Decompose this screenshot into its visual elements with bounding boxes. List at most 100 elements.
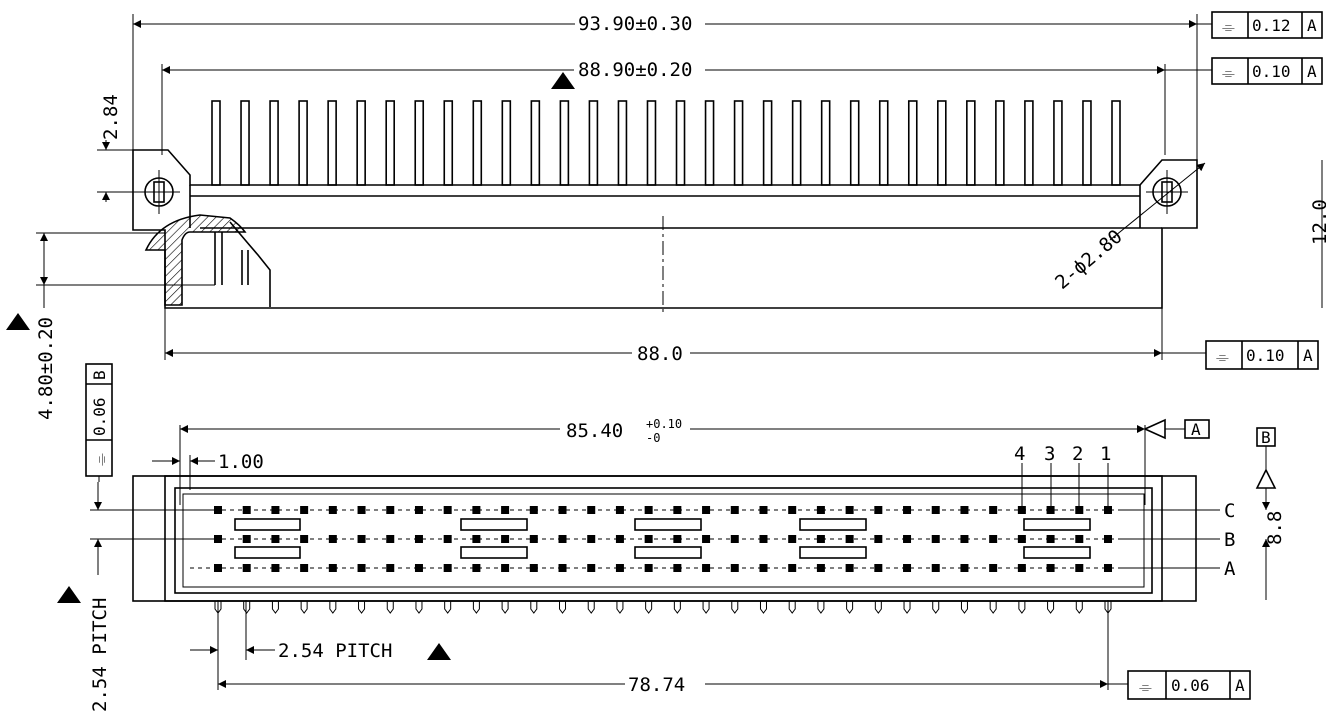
contact-pad [587,506,596,514]
contact-pad [931,506,940,514]
contact-pad [816,564,825,572]
contact-pad [1017,535,1026,543]
contact-pad [472,535,481,543]
contact-pad [816,535,825,543]
contact-pad [960,564,969,572]
flatness-icon-3: ⌯ [1216,347,1229,366]
contact-pad [501,535,510,543]
hole-dia-label: 2-ϕ2.80 [1051,226,1126,294]
pin-tail [271,601,279,614]
top-pin [472,100,483,186]
contact-pad [989,506,998,514]
slot-lower [799,546,867,559]
contact-pad [816,506,825,514]
top-view: 93.90±0.30 88.90±0.20 [6,13,1326,420]
top-pin [356,100,366,186]
top-pin [937,100,947,186]
top-pin [1082,100,1092,186]
contact-pad [1046,564,1055,572]
critical-triangle-icon-2 [6,313,30,330]
top-pin [240,100,250,186]
contact-pad [558,564,567,572]
pin-tail [358,601,366,614]
contact-pad [414,506,423,514]
slot-upper [799,518,867,531]
contact-pad [730,564,739,572]
pin-tail [415,601,423,614]
slot-lower [234,546,301,559]
contact-pad [730,535,739,543]
contact-pad [989,535,998,543]
pin-tail [788,601,796,614]
contact-pad [845,535,854,543]
contact-pad [271,506,280,514]
row-label-c: C [1224,500,1235,522]
flatness-icon-5: ⌯ [1139,677,1152,696]
right-mount-hole [1146,170,1188,214]
pin-tail [616,601,624,614]
contact-pad [386,535,395,543]
contact-pad [931,564,940,572]
pin-number-3: 3 [1044,443,1055,465]
top-pin [414,100,425,186]
pin-tail [386,601,394,614]
pin-tail [759,601,767,614]
contact-pad [903,564,912,572]
pin-tail [960,601,968,614]
pin-tail [444,601,452,614]
critical-triangle-icon-4 [427,643,451,660]
top-pin [385,100,395,186]
contact-pad [300,506,309,514]
top-pin [327,100,337,186]
contact-pad [759,506,768,514]
contact-pad [673,535,682,543]
contact-pad [242,564,251,572]
contact-pad [903,506,912,514]
tol-value-5: 0.06 [1171,676,1210,695]
critical-triangle-icon-3 [57,586,81,603]
contact-pad [357,564,366,572]
front-view: 85.40 +0.10 -0 A 1.00 C B A 4 3 2 1 [57,417,1286,712]
contact-pad [529,506,538,514]
contact-pad [443,535,452,543]
contact-pad [903,535,912,543]
top-pin [443,100,454,186]
contact-pad [587,535,596,543]
top-pin [1111,100,1121,186]
contact-pad [702,506,711,514]
tolerance-frame-5: ⌯ 0.06 A [1127,670,1251,700]
polarization-slots [234,518,1091,559]
contact-pad [529,535,538,543]
tol-datum-1: A [1307,16,1317,35]
contact-pad [1017,564,1026,572]
slot-upper [460,518,528,531]
contact-pad [960,506,969,514]
row-label-b: B [1224,529,1235,551]
contact-pad [730,506,739,514]
tolerance-frame-1: ⌯ 0.12 A [1211,11,1323,39]
contact-pad [702,564,711,572]
top-pin [530,100,541,186]
tol-value-4: 0.06 [90,397,109,436]
contact-pad [874,535,883,543]
slot-lower [460,546,528,559]
contact-pad [874,506,883,514]
contact-pad [1104,535,1112,543]
first-last-pin-label: 78.74 [628,674,685,696]
contact-pad [443,506,452,514]
contact-pad [615,564,624,572]
top-pin [907,100,918,186]
contact-pad [644,506,653,514]
contact-pad [644,535,653,543]
pin-tail [243,601,251,614]
contact-pad [472,564,481,572]
slot-upper [634,518,702,531]
contact-pad [673,564,682,572]
contact-pad [673,506,682,514]
contact-pad [788,535,797,543]
pin-tail [587,601,595,614]
top-pin [820,100,831,186]
top-pin [617,100,628,186]
pin-span-tol-lower: -0 [646,431,660,445]
contact-pad [271,564,280,572]
